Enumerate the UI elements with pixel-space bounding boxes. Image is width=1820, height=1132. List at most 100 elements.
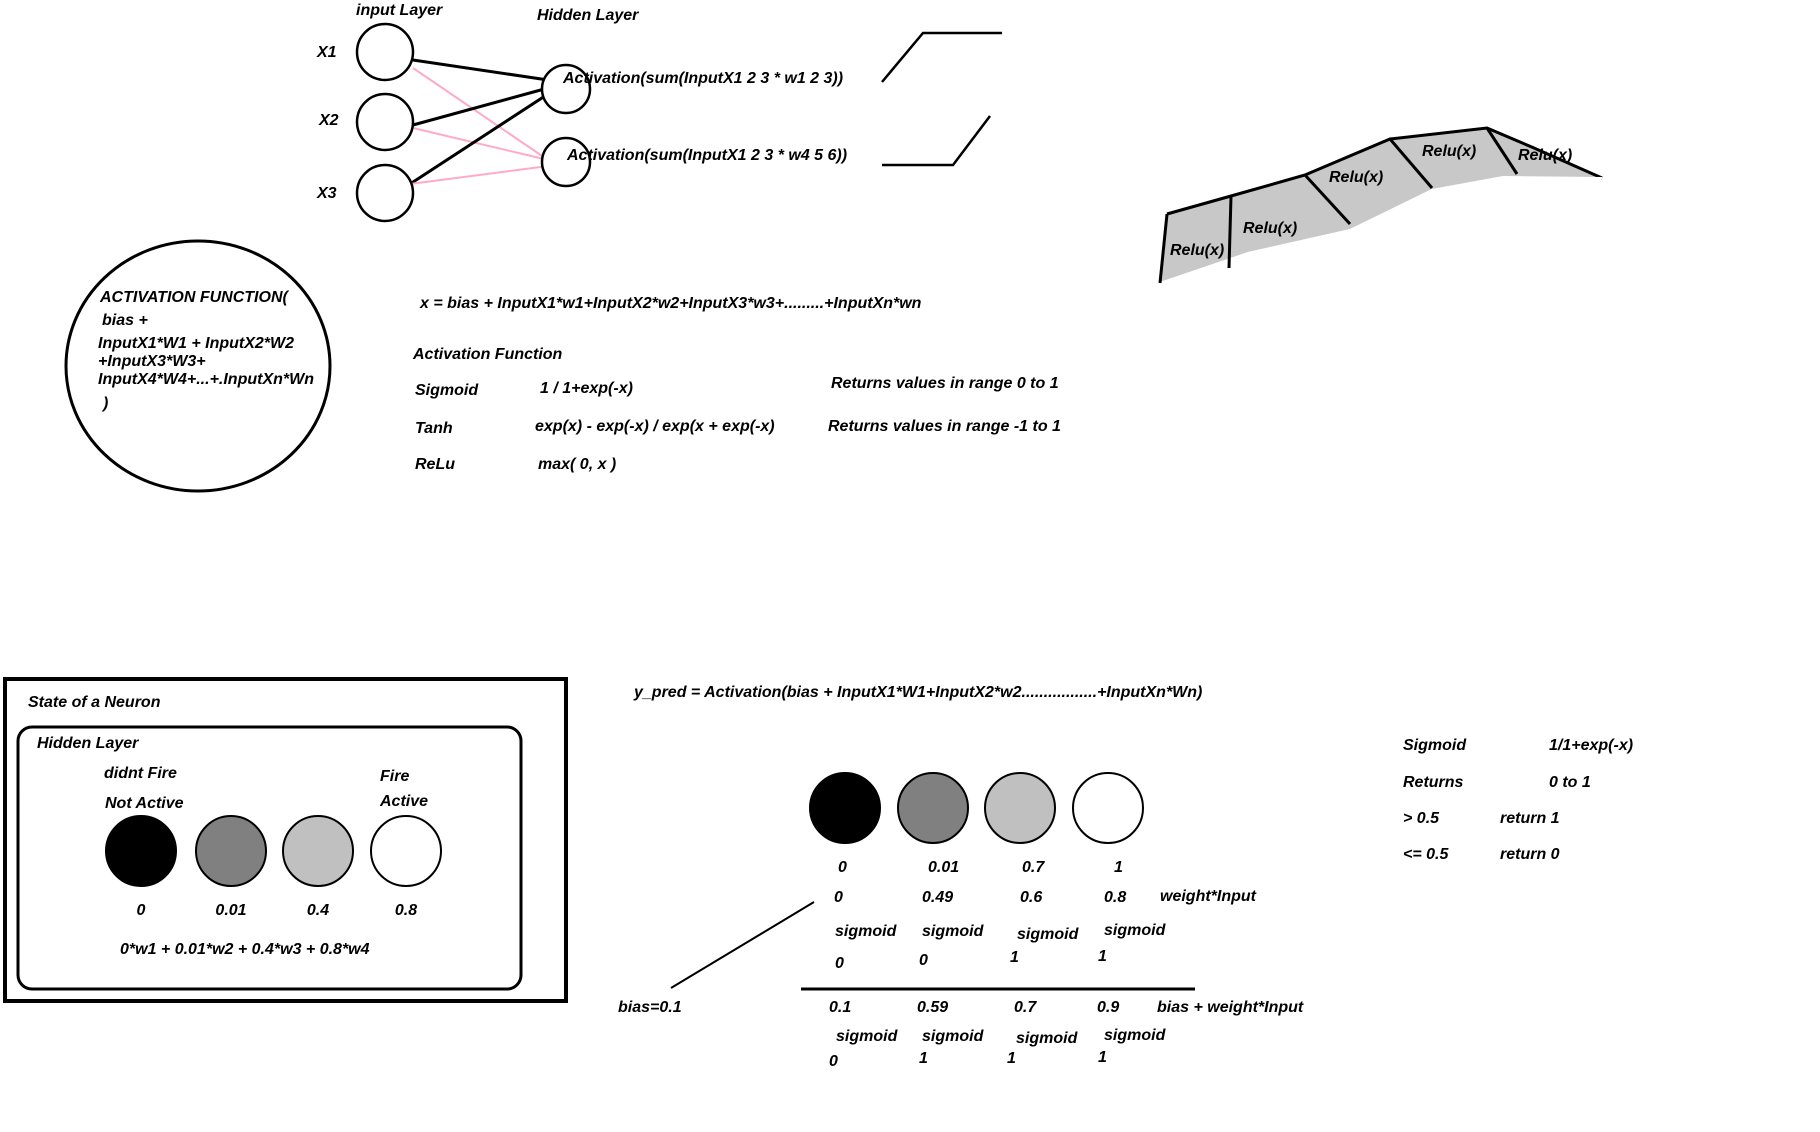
input-node-x3 — [355, 163, 415, 223]
sigmoid-rule-return-0: return 0 — [1500, 846, 1560, 863]
state-neuron-value-1: 0 — [137, 902, 146, 919]
relu-divider-4 — [1388, 138, 1434, 189]
relu-divider-5 — [1485, 127, 1519, 175]
relu-formula: max( 0, x ) — [538, 456, 616, 473]
hidden-node-1 — [540, 63, 592, 115]
didnt-fire-label: didnt Fire — [104, 765, 177, 782]
connection-x3-h2 — [409, 165, 549, 185]
activation-circle-line-4: +InputX3*W3+ — [98, 353, 206, 370]
input-label-x2: X2 — [318, 112, 339, 129]
sigmoid-value-row2-4: 1 — [1098, 1049, 1107, 1066]
sigmoid-label-row1-2: sigmoid — [922, 923, 985, 940]
sigmoid-label-row1-3: sigmoid — [1017, 926, 1080, 943]
tanh-note: Returns values in range -1 to 1 — [828, 418, 1061, 435]
sigmoid-rule-gt: > 0.5 — [1403, 810, 1440, 827]
weighted-value-2: 0.49 — [922, 889, 953, 906]
sigmoid-label-row2-4: sigmoid — [1104, 1027, 1167, 1044]
relu-label-2: Relu(x) — [1243, 220, 1297, 237]
bias-label: bias=0.1 — [618, 999, 682, 1016]
hidden-layer-frame — [16, 725, 523, 991]
relu-divider-1 — [1158, 213, 1169, 284]
activation-circle-line-2: bias + — [102, 312, 148, 329]
activation-circle-line-3: InputX1*W1 + InputX2*W2 — [98, 335, 294, 352]
active-label: Active — [379, 793, 428, 810]
connection-x1-h2 — [412, 67, 549, 161]
sigmoid-rule-le: <= 0.5 — [1403, 846, 1449, 863]
sigmoid-value-row2-2: 1 — [919, 1050, 928, 1067]
weighted-label: weight*Input — [1160, 888, 1257, 905]
relu-label-1: Relu(x) — [1170, 242, 1224, 259]
relu-band: Relu(x) Relu(x) Relu(x) Relu(x) Relu(x) — [1158, 126, 1603, 284]
state-neuron-value-3: 0.4 — [307, 902, 329, 919]
fire-label: Fire — [380, 768, 409, 785]
biased-value-4: 0.9 — [1097, 999, 1119, 1016]
activation-circle-outline — [64, 239, 332, 493]
input-node-x1 — [355, 22, 415, 82]
input-label-x3: X3 — [316, 185, 337, 202]
hidden-node-2-label: Activation(sum(InputX1 2 3 * w4 5 6)) — [566, 147, 847, 164]
y-pred-formula: y_pred = Activation(bias + InputX1*W1+In… — [633, 684, 1202, 701]
sigmoid-label-row1-1: sigmoid — [835, 923, 898, 940]
tanh-formula: exp(x) - exp(-x) / exp(x + exp(-x) — [535, 418, 775, 435]
activation-circle-line-5: InputX4*W4+...+.InputXn*Wn — [98, 371, 314, 388]
sigmoid-value-row1-4: 1 — [1098, 948, 1107, 965]
sigmoid-value-row1-1: 0 — [835, 955, 844, 972]
activation-table: Activation Function Sigmoid 1 / 1+exp(-x… — [412, 346, 1061, 473]
neuron-state-box: State of a Neuron Hidden Layer didnt Fir… — [3, 677, 568, 1003]
weighted-value-3: 0.6 — [1020, 889, 1042, 906]
example-neuron-1 — [809, 772, 881, 844]
sigmoid-label-row2-3: sigmoid — [1016, 1030, 1079, 1047]
state-neuron-3 — [282, 815, 354, 887]
state-neurons: 0 0.01 0.4 0.8 — [105, 815, 442, 919]
state-neuron-value-4: 0.8 — [395, 902, 417, 919]
input-node-x2 — [355, 92, 415, 152]
activation-value-4: 1 — [1114, 859, 1123, 876]
sigmoid-rule-range: 0 to 1 — [1549, 774, 1591, 791]
biased-value-2: 0.59 — [917, 999, 948, 1016]
connection-x3-h1 — [409, 92, 549, 186]
activation-value-1: 0 — [838, 859, 847, 876]
activation-circle-line-1: ACTIVATION FUNCTION( — [99, 289, 290, 306]
connection-x2-h2 — [412, 127, 549, 161]
formula-x: x = bias + InputX1*w1+InputX2*w2+InputX3… — [419, 295, 922, 312]
network-connections — [409, 58, 549, 186]
step-curve-sketch — [881, 31, 1002, 83]
sigmoid-label-row2-1: sigmoid — [836, 1028, 899, 1045]
relu-label-3: Relu(x) — [1329, 169, 1383, 186]
sigmoid-rule-returns: Returns — [1403, 774, 1464, 791]
activation-table-title: Activation Function — [412, 346, 563, 363]
example-neuron-2 — [897, 772, 969, 844]
neuron-state-title: State of a Neuron — [28, 694, 161, 711]
state-neuron-1 — [105, 815, 177, 887]
relu-band-fill — [1160, 128, 1602, 283]
bias-pointer-line — [670, 901, 815, 989]
sigmoid-rule-name: Sigmoid — [1403, 737, 1467, 754]
relu-divider-3 — [1303, 173, 1352, 226]
activation-circle-line-6: ) — [101, 395, 108, 412]
biased-value-1: 0.1 — [829, 999, 851, 1016]
weighted-value-1: 0 — [834, 889, 843, 906]
sigmoid-value-row1-3: 1 — [1010, 949, 1019, 966]
sigmoid-rule-formula: 1/1+exp(-x) — [1549, 737, 1633, 754]
relu-divider-2 — [1227, 195, 1233, 269]
activation-value-3: 0.7 — [1022, 859, 1045, 876]
example-neuron-3 — [984, 772, 1056, 844]
sigmoid-rule: Sigmoid 1/1+exp(-x) Returns 0 to 1 > 0.5… — [1403, 737, 1633, 863]
activation-value-2: 0.01 — [928, 859, 959, 876]
state-neuron-2 — [195, 815, 267, 887]
input-label-x1: X1 — [316, 44, 337, 61]
network-sketch: input Layer Hidden Layer X1 X2 X3 Activa… — [316, 2, 1002, 223]
relu-label-5: Relu(x) — [1518, 147, 1572, 164]
example-neuron-4 — [1072, 772, 1144, 844]
hidden-layer-subtitle: Hidden Layer — [37, 735, 139, 752]
biased-value-3: 0.7 — [1014, 999, 1037, 1016]
hidden-layer-label: Hidden Layer — [537, 7, 639, 24]
state-neuron-4 — [370, 815, 442, 887]
state-neuron-value-2: 0.01 — [215, 902, 246, 919]
sigmoid-label-row2-2: sigmoid — [922, 1028, 985, 1045]
sigmoid-value-row1-2: 0 — [919, 952, 928, 969]
sigmoid-value-row2-1: 0 — [829, 1053, 838, 1070]
